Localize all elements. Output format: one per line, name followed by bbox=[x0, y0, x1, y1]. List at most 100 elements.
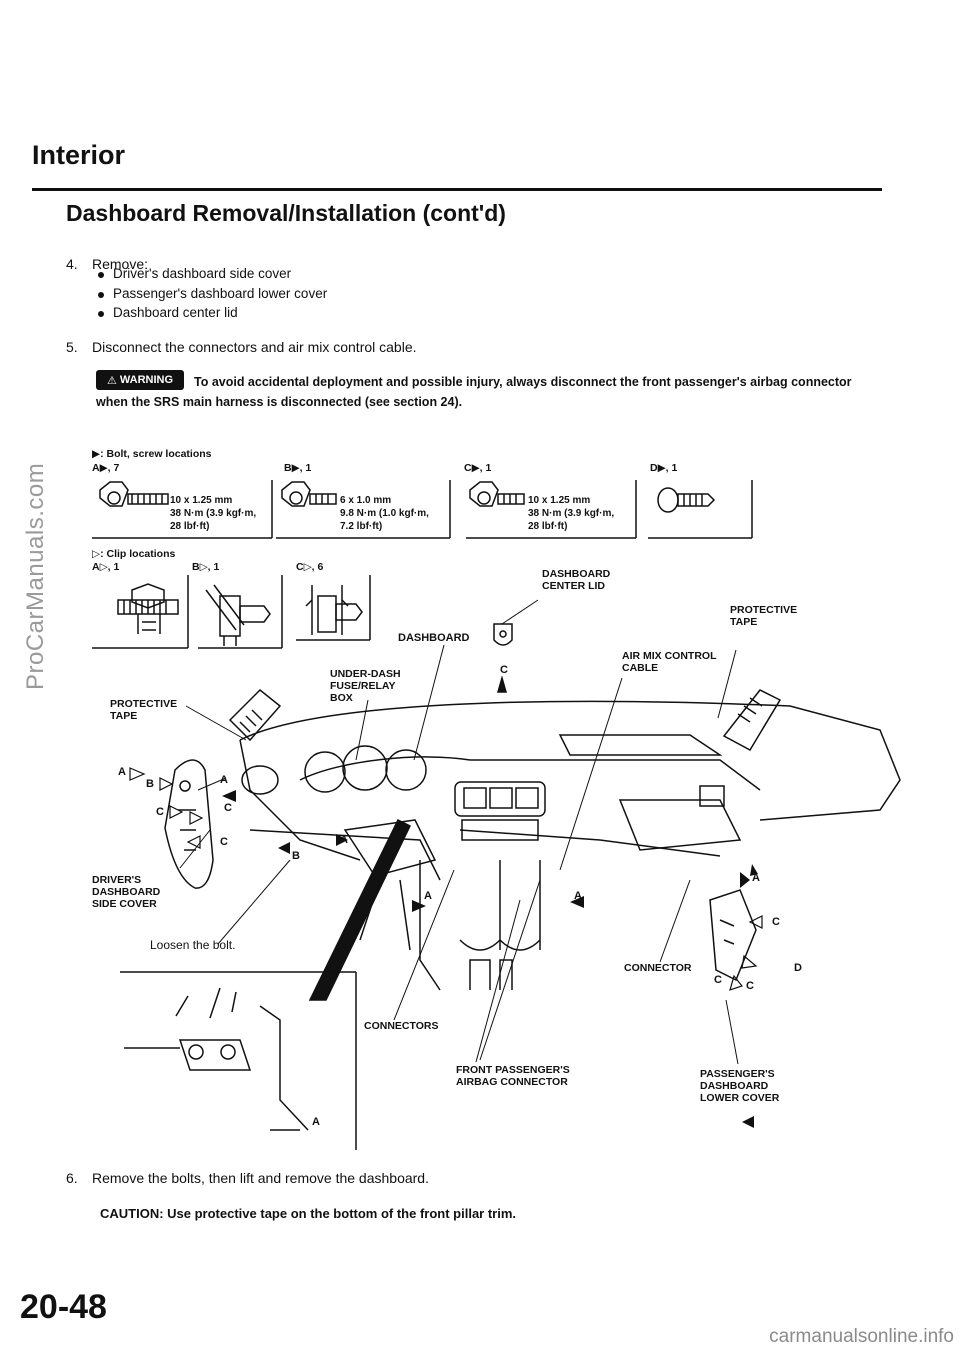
step-6-number: 6. bbox=[66, 1170, 78, 1186]
letter-left-c: C bbox=[156, 806, 164, 818]
callout-protective-tape-left-line1: PROTECTIVE bbox=[110, 698, 178, 710]
callout-passengers-lower-cover-line3: LOWER COVER bbox=[700, 1092, 780, 1104]
spec-c-size: 10 x 1.25 mm bbox=[528, 495, 591, 506]
warning-badge-label: WARNING bbox=[119, 374, 174, 386]
callout-air-mix-cable-line1: AIR MIX CONTROL bbox=[622, 650, 717, 662]
spec-c: 10 x 1.25 mm 38 N·m (3.9 kgf·m, 28 lbf·f… bbox=[528, 494, 614, 533]
bottom-watermark: carmanualsonline.info bbox=[769, 1326, 954, 1347]
steering-column bbox=[308, 818, 437, 1001]
spec-a-size: 10 x 1.25 mm bbox=[170, 495, 233, 506]
glovebox-area bbox=[618, 785, 742, 851]
step-5-number: 5. bbox=[66, 339, 78, 355]
step-6-text: Remove the bolts, then lift and remove t… bbox=[92, 1170, 429, 1186]
bolt-c-icon bbox=[469, 481, 525, 507]
bolt-a-icon bbox=[99, 481, 169, 507]
letter-center-a: A bbox=[424, 890, 432, 902]
step-4-text: Remove: bbox=[92, 256, 149, 272]
spec-b: 6 x 1.0 mm 9.8 N·m (1.0 kgf·m, 7.2 lbf·f… bbox=[340, 494, 429, 533]
callout-protective-tape-left-line2: TAPE bbox=[110, 710, 138, 722]
letter-left-c2: C bbox=[224, 802, 232, 814]
step-5-text: Disconnect the connectors and air mix co… bbox=[92, 339, 417, 355]
letter-right-c2: C bbox=[714, 974, 722, 986]
spec-b-torque: 9.8 N·m (1.0 kgf·m, bbox=[340, 508, 429, 519]
callout-front-airbag-connector: FRONT PASSENGER'S AIRBAG CONNECTOR bbox=[456, 1064, 570, 1088]
letter-left-c3: C bbox=[220, 836, 228, 848]
bolt-a-label: A▶, 7 bbox=[92, 462, 120, 474]
page-subtitle: Dashboard Removal/Installation (cont'd) bbox=[66, 200, 506, 226]
section-title: Interior bbox=[32, 140, 126, 170]
bolt-b-label: B▶, 1 bbox=[284, 462, 312, 474]
spec-a: 10 x 1.25 mm 38 N·m (3.9 kgf·m, 28 lbf·f… bbox=[170, 494, 256, 533]
drivers-side-cover-art bbox=[164, 759, 214, 889]
step-4: 4. Remove: bbox=[66, 256, 466, 276]
clip-c-icon bbox=[305, 585, 363, 635]
clip-c-label: C▷, 6 bbox=[296, 561, 324, 573]
warning-badge: ⚠ WARNING bbox=[96, 370, 184, 390]
letter-right-a: A bbox=[752, 872, 760, 884]
clip-b-label: B▷, 1 bbox=[192, 561, 220, 573]
pillar-trims bbox=[228, 688, 782, 751]
callout-drivers-side-cover: DRIVER'S DASHBOARD SIDE COVER bbox=[92, 874, 160, 910]
title-rule bbox=[32, 188, 882, 191]
callout-front-airbag-connector-line1: FRONT PASSENGER'S bbox=[456, 1064, 570, 1076]
warning-triangle-icon: ⚠ bbox=[106, 374, 117, 387]
legend-boxes bbox=[92, 480, 753, 649]
letter-c-lid: C bbox=[500, 664, 508, 676]
letter-mid-b: B bbox=[292, 850, 300, 862]
letter-right-d: D bbox=[794, 962, 802, 974]
warning-text: To avoid accidental deployment and possi… bbox=[96, 375, 852, 409]
callout-drivers-side-cover-line1: DRIVER'S bbox=[92, 874, 142, 886]
callout-front-airbag-connector-line2: AIRBAG CONNECTOR bbox=[456, 1076, 568, 1088]
center-stack bbox=[454, 781, 546, 841]
screw-d-icon bbox=[657, 487, 716, 513]
page-number: 20-48 bbox=[20, 1288, 107, 1326]
spec-a-torque-lbf: 28 lbf·ft) bbox=[170, 521, 210, 532]
instrument-gauges bbox=[241, 745, 427, 795]
bolt-c-label: C▶, 1 bbox=[464, 462, 492, 474]
letter-right-c: C bbox=[772, 916, 780, 928]
callout-connector: CONNECTOR bbox=[624, 962, 692, 974]
callout-protective-tape-right-line2: TAPE bbox=[730, 616, 758, 628]
callout-loosen-bolt: Loosen the bolt. bbox=[150, 938, 236, 952]
inset-frame bbox=[120, 971, 357, 1150]
spec-b-size: 6 x 1.0 mm bbox=[340, 495, 392, 506]
callout-protective-tape-left: PROTECTIVE TAPE bbox=[110, 698, 177, 722]
letter-center-a2: A bbox=[574, 890, 582, 902]
callout-under-dash-box-line1: UNDER-DASH bbox=[330, 668, 401, 680]
spec-a-torque: 38 N·m (3.9 kgf·m, bbox=[170, 508, 257, 519]
callout-passengers-lower-cover-line1: PASSENGER'S bbox=[700, 1068, 775, 1080]
callout-dashboard: DASHBOARD bbox=[398, 632, 470, 644]
callout-air-mix-cable: AIR MIX CONTROL CABLE bbox=[622, 650, 717, 674]
passenger-lower-cover-art bbox=[709, 889, 757, 982]
callout-air-mix-cable-line2: CABLE bbox=[622, 662, 659, 674]
callout-passengers-lower-cover-line2: DASHBOARD bbox=[700, 1080, 769, 1092]
callout-dashboard-center-lid-line2: CENTER LID bbox=[542, 580, 605, 592]
letter-inset-a: A bbox=[312, 1116, 320, 1128]
callout-under-dash-box-line3: BOX bbox=[330, 692, 353, 704]
letter-left-b: B bbox=[146, 778, 154, 790]
spec-c-torque-lbf: 28 lbf·ft) bbox=[528, 521, 568, 532]
bullet-passengers-lower-cover: Passenger's dashboard lower cover bbox=[97, 286, 328, 301]
callout-dashboard-center-lid-line1: DASHBOARD bbox=[542, 568, 611, 580]
letter-left-a2: A bbox=[220, 774, 228, 786]
callout-protective-tape-right: PROTECTIVE TAPE bbox=[730, 604, 797, 628]
clip-arrows bbox=[129, 767, 763, 991]
center-lid-art bbox=[493, 623, 513, 693]
bullet-center-lid: Dashboard center lid bbox=[98, 305, 238, 320]
step-4-number: 4. bbox=[66, 256, 78, 272]
callout-protective-tape-right-line1: PROTECTIVE bbox=[730, 604, 798, 616]
callout-under-dash-box-line2: FUSE/RELAY bbox=[330, 680, 396, 692]
clip-a-label: A▷, 1 bbox=[92, 561, 120, 573]
bolt-d-label: D▶, 1 bbox=[650, 462, 678, 474]
callout-drivers-side-cover-line2: DASHBOARD bbox=[92, 886, 161, 898]
bullet-drivers-side-cover: Driver's dashboard side cover bbox=[97, 266, 292, 281]
caution-note: CAUTION: Use protective tape on the bott… bbox=[100, 1206, 517, 1221]
lower-dash bbox=[419, 860, 541, 991]
callout-connectors: CONNECTORS bbox=[364, 1020, 439, 1032]
spec-c-torque: 38 N·m (3.9 kgf·m, bbox=[528, 508, 615, 519]
callout-dashboard-center-lid: DASHBOARD CENTER LID bbox=[542, 568, 610, 592]
clip-legend-title: ▷: Clip locations bbox=[92, 548, 176, 560]
bolt-arrows bbox=[222, 790, 758, 1128]
bolt-legend-title: ▶: Bolt, screw locations bbox=[92, 448, 212, 460]
